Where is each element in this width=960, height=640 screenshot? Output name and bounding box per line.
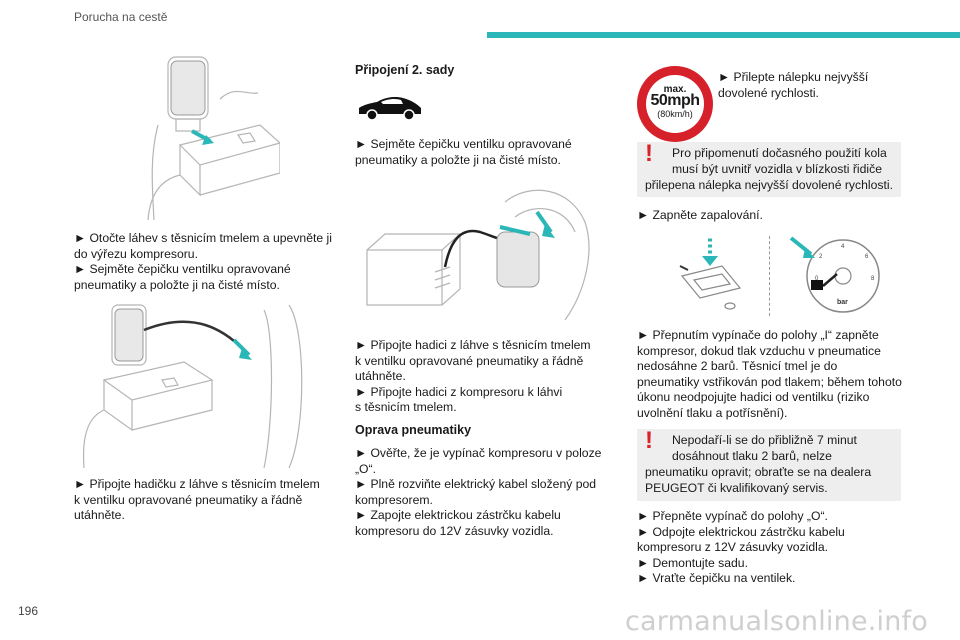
step-apply-sticker: ► Přilepte nálepku nejvyšší dovolené ryc…: [718, 70, 868, 101]
step-remove-cap: ► Sejměte čepičku ventilku opravované pn…: [355, 137, 572, 168]
speed-limit-max: max.: [663, 84, 687, 95]
text-line: ► Přepnutím vypínače do polohy „I“ zapně…: [637, 328, 879, 342]
text-line: nedosáhne 2 barů. Těsnicí tmel je do: [637, 359, 838, 374]
step-connect-second-set: ► Připojte hadici z láhve s těsnicím tme…: [355, 338, 591, 416]
warning-exclamation-icon: !: [645, 140, 653, 167]
illustration-divider: [769, 236, 771, 316]
watermark: carmanualsonline.info: [625, 606, 928, 637]
text-line: k ventilku opravované pneumatiky a řádně: [74, 492, 303, 507]
gauge-tick: 2: [819, 254, 823, 260]
compressor-bottle-illustration: [147, 56, 280, 220]
text-line: kompresoru do 12V zásuvky vozidla.: [355, 523, 554, 538]
warning-exclamation-icon: !: [645, 427, 653, 454]
text-line: s těsnicím tmelem.: [355, 400, 457, 415]
text-line: ► Plně rozviňte elektrický kabel složený…: [355, 477, 597, 492]
gauge-tick: 4: [841, 244, 845, 250]
gauge-tick: 0: [815, 276, 819, 282]
section-title: Porucha na cestě: [74, 10, 168, 24]
text-line: ► Ověřte, že je vypínač kompresoru v pol…: [355, 446, 602, 460]
text-line: ► Demontujte sadu.: [637, 555, 748, 570]
hose-valve-illustration: [82, 304, 303, 469]
step-prepare-compressor: ► Ověřte, že je vypínač kompresoru v pol…: [355, 446, 601, 540]
text-line: ► Vraťte čepičku na ventilek.: [637, 571, 796, 586]
text-line: dosáhnout tlaku 2 barů, nelze: [672, 449, 832, 463]
text-line: úkonu neodpojujte hadici od ventilku (ri…: [637, 390, 870, 405]
text-line: ► Připojte hadici z láhve s těsnicím tme…: [355, 338, 591, 352]
text-line: uvolnění tlaku a potřísnění).: [637, 405, 788, 420]
page-number: 196: [18, 604, 39, 618]
gauge-tick: 8: [871, 276, 875, 282]
step-rotate-bottle: ► Otočte láhev s těsnicím tmelem a upevn…: [74, 231, 332, 293]
text-line: přilepena nálepka nejvyšší dovolené rych…: [645, 178, 893, 192]
text-line: kompresoru z 12V zásuvky vozidla.: [637, 540, 829, 555]
text-line: pneumatiky vstřikován pod tlakem; během …: [637, 374, 902, 389]
text-line: ► Odpojte elektrickou zástrčku kabelu: [637, 524, 845, 539]
gauge-unit: bar: [837, 299, 848, 306]
heading-second-set: Připojení 2. sady: [355, 63, 455, 77]
text-line: kompresorem.: [355, 492, 433, 507]
text-line: Pro připomenutí dočasného použití kola: [672, 146, 887, 160]
text-line: ► Otočte láhev s těsnicím tmelem a upevn…: [74, 231, 332, 245]
gauge-tick: 6: [865, 254, 869, 260]
pressure-gauge-illustration: 0 2 4 6 8 bar: [789, 236, 880, 313]
text-line: utáhněte.: [74, 508, 125, 523]
heading-tyre-repair: Oprava pneumatiky: [355, 423, 472, 437]
text-line: pneumatiku opravit; obraťte se na dealer…: [645, 465, 872, 479]
text-line: k ventilku opravované pneumatiky a řádně: [355, 353, 584, 368]
text-line: „O“.: [355, 461, 376, 476]
warning-box-sticker: ! Pro připomenutí dočasného použití kola…: [637, 142, 901, 197]
text-line: ► Sejměte čepičku ventilku opravované: [74, 262, 291, 277]
step-finish: ► Přepněte vypínač do polohy „O“. ► Odpo…: [637, 509, 845, 587]
text-line: utáhněte.: [355, 369, 406, 384]
ignition-switch-illustration: [679, 238, 742, 310]
speed-limit-sign-inner: [646, 75, 704, 133]
step-connect-hose: ► Připojte hadičku z láhve s těsnicím tm…: [74, 477, 320, 524]
header-accent-bar: [487, 32, 960, 38]
text-line: musí být uvnitř vozidla v blízkosti řidi…: [672, 162, 882, 176]
text-line: dovolené rychlosti.: [718, 85, 819, 100]
second-set-connection-illustration: [366, 189, 590, 321]
warning-box-pressure: ! Nepodaří-li se do přibližně 7 minut do…: [637, 429, 901, 501]
text-line: ► Přilepte nálepku nejvyšší: [718, 70, 869, 84]
text-line: ► Připojte hadici z kompresoru k láhvi: [355, 384, 563, 399]
text-line: do výřezu kompresoru.: [74, 246, 198, 261]
text-line: PEUGEOT či kvalifikovaný servis.: [645, 481, 828, 495]
text-line: ► Přepněte vypínač do polohy „O“.: [637, 509, 828, 523]
text-line: kompresor, dokud tlak vzduchu v pneumati…: [637, 343, 881, 358]
step-start-compressor: ► Přepnutím vypínače do polohy „I“ zapně…: [637, 328, 902, 422]
text-line: ► Sejměte čepičku ventilku opravované: [355, 137, 572, 151]
text-line: ► Připojte hadičku z láhve s těsnicím tm…: [74, 477, 320, 491]
text-line: ► Zapněte zapalování.: [637, 208, 763, 222]
car-silhouette-icon: [359, 97, 421, 121]
text-line: pneumatiky a položte ji na čisté místo.: [355, 152, 561, 167]
speed-limit-mph: 50mph: [650, 92, 700, 109]
text-line: ► Zapojte elektrickou zástrčku kabelu: [355, 508, 561, 523]
speed-limit-kmh: (80km/h): [657, 109, 693, 119]
step-ignition: ► Zapněte zapalování.: [637, 208, 763, 224]
text-line: Nepodaří-li se do přibližně 7 minut: [672, 433, 857, 447]
text-line: pneumatiky a položte ji na čisté místo.: [74, 277, 280, 292]
